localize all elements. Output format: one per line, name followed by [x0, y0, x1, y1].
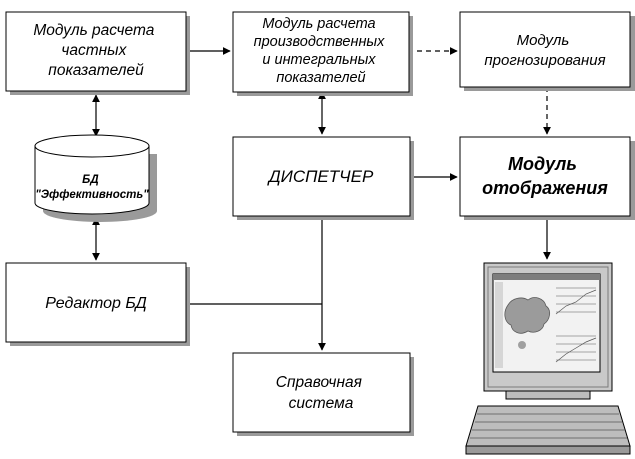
module-partial-line-3: показателей [48, 62, 144, 79]
module-partial-line-1: Модуль расчета [33, 22, 154, 39]
connectors [92, 47, 551, 351]
db-editor-label: Редактор БД [45, 295, 146, 312]
dispatcher-label: ДИСПЕТЧЕР [267, 167, 374, 186]
module-forecast-line-2: прогнозирования [484, 52, 605, 69]
svg-text:Модуль расчета частных: Модуль расчета частных показателей [33, 22, 158, 79]
module-display-line-2: отображения [482, 178, 608, 198]
svg-text:БД "Эффективность": БД "Эффективность" [35, 174, 149, 201]
help-system-box: Справочная система [232, 352, 414, 436]
module-display-line-1: Модуль [508, 154, 577, 174]
module-forecast-line-1: Модуль [517, 32, 570, 49]
module-production-line-3: и интегральных [262, 52, 376, 68]
svg-text:Модуль прогнозирования: Модуль прогнозирования [484, 32, 605, 69]
db-editor-box: Редактор БД [5, 262, 190, 346]
module-display: Модуль отображения [459, 136, 635, 220]
computer-monitor-icon [465, 262, 631, 455]
dispatcher-box: ДИСПЕТЧЕР [232, 136, 414, 220]
module-forecasting: Модуль прогнозирования [459, 11, 635, 91]
module-partial-indicators: Модуль расчета частных показателей [5, 11, 190, 95]
module-production-line-2: производственных [254, 34, 386, 50]
help-system-line-1: Справочная [276, 374, 362, 391]
database-label-line-2: "Эффективность" [35, 189, 149, 201]
database-cylinder: БД "Эффективность" [34, 134, 157, 222]
module-production-line-4: показателей [276, 70, 365, 86]
svg-text:ДИСПЕТЧЕР: ДИСПЕТЧЕР [267, 167, 374, 186]
help-system-line-2: система [289, 395, 354, 412]
module-production-line-1: Модуль расчета [262, 16, 375, 32]
svg-text:Модуль отображения: Модуль отображения [482, 154, 608, 198]
svg-text:Справочная система: Справочная система [276, 374, 366, 412]
module-partial-line-2: частных [61, 42, 127, 59]
database-label-line-1: БД [82, 174, 99, 186]
svg-text:Редактор БД: Редактор БД [45, 295, 146, 312]
module-production-indicators: Модуль расчета производственных и интегр… [232, 11, 413, 96]
svg-text:Модуль расчета производс: Модуль расчета производственных и интегр… [254, 16, 389, 86]
